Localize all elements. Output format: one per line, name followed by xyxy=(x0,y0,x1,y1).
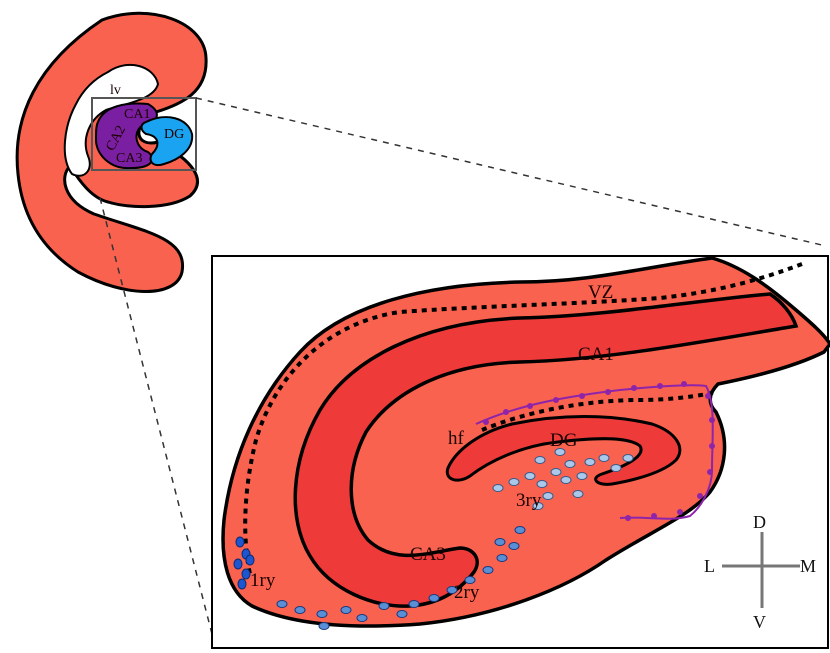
tertiary-matrix-cell xyxy=(543,493,553,500)
glia-cell xyxy=(681,381,687,387)
glia-cell xyxy=(503,409,509,415)
secondary-matrix-cell xyxy=(317,611,327,618)
overview-ca3-label: CA3 xyxy=(116,151,142,166)
glia-cell xyxy=(657,383,663,389)
ry3-label: 3ry xyxy=(516,490,542,511)
secondary-matrix-cell xyxy=(483,567,493,574)
secondary-matrix-cell xyxy=(397,611,407,618)
compass-ventral-label: V xyxy=(753,612,766,632)
glia-cell xyxy=(483,419,489,425)
overview-section: lv CA1 CA2 CA3 DG xyxy=(17,13,206,291)
overview-dg-label: DG xyxy=(164,127,184,142)
glia-cell xyxy=(625,515,631,521)
tertiary-matrix-cell xyxy=(573,491,583,498)
ca1-label: CA1 xyxy=(578,344,614,365)
secondary-matrix-cell xyxy=(319,623,329,630)
secondary-matrix-cell xyxy=(509,543,519,550)
glia-cell xyxy=(705,393,711,399)
primary-matrix-cell xyxy=(242,569,250,579)
compass-dorsal-label: D xyxy=(753,512,766,532)
primary-matrix-cell xyxy=(238,579,246,589)
tertiary-matrix-cell xyxy=(561,477,571,484)
glia-cell xyxy=(605,389,611,395)
tertiary-matrix-cell xyxy=(525,473,535,480)
secondary-matrix-cell xyxy=(341,607,351,614)
compass-lateral-label: L xyxy=(704,556,715,576)
detail-panel: VZ CA1 DG hf CA3 3ry 2ry 1ry D V L M xyxy=(212,256,830,648)
tertiary-matrix-cell xyxy=(493,485,503,492)
tertiary-matrix-cell xyxy=(577,473,587,480)
zoom-guide-top xyxy=(196,98,826,246)
glia-cell xyxy=(579,393,585,399)
overview-ca1-label: CA1 xyxy=(124,107,150,122)
glia-cell xyxy=(707,469,713,475)
secondary-matrix-cell xyxy=(497,555,507,562)
glia-cell xyxy=(677,509,683,515)
secondary-matrix-cell xyxy=(379,603,389,610)
tertiary-matrix-cell xyxy=(551,469,561,476)
secondary-matrix-cell xyxy=(429,595,439,602)
secondary-matrix-cell xyxy=(295,607,305,614)
tertiary-matrix-cell xyxy=(611,465,621,472)
overview-lv-label: lv xyxy=(110,83,121,98)
compass-medial-label: M xyxy=(800,556,816,576)
vz-label: VZ xyxy=(588,282,613,303)
primary-matrix-cell xyxy=(234,559,242,569)
glia-cell xyxy=(631,385,637,391)
secondary-matrix-cell xyxy=(409,601,419,608)
hf-label: hf xyxy=(448,428,465,449)
glia-cell xyxy=(527,403,533,409)
primary-matrix-cell xyxy=(246,555,254,565)
tertiary-matrix-cell xyxy=(599,455,609,462)
secondary-matrix-cell xyxy=(495,539,505,546)
glia-cell xyxy=(697,493,703,499)
glia-cell xyxy=(553,397,559,403)
ca3-label: CA3 xyxy=(410,544,446,565)
glia-cell xyxy=(651,513,657,519)
tertiary-matrix-cell xyxy=(585,459,595,466)
secondary-matrix-cell xyxy=(277,601,287,608)
ry1-label: 1ry xyxy=(250,570,276,591)
ry2-label: 2ry xyxy=(454,582,480,603)
glia-cell xyxy=(709,443,715,449)
dg-label: DG xyxy=(550,430,578,451)
primary-matrix-cell xyxy=(236,537,244,547)
glia-cell xyxy=(709,417,715,423)
secondary-matrix-cell xyxy=(357,615,367,622)
tertiary-matrix-cell xyxy=(623,455,633,462)
tertiary-matrix-cell xyxy=(509,479,519,486)
tertiary-matrix-cell xyxy=(535,457,545,464)
tertiary-matrix-cell xyxy=(537,481,547,488)
tertiary-matrix-cell xyxy=(565,461,575,468)
secondary-matrix-cell xyxy=(515,527,525,534)
